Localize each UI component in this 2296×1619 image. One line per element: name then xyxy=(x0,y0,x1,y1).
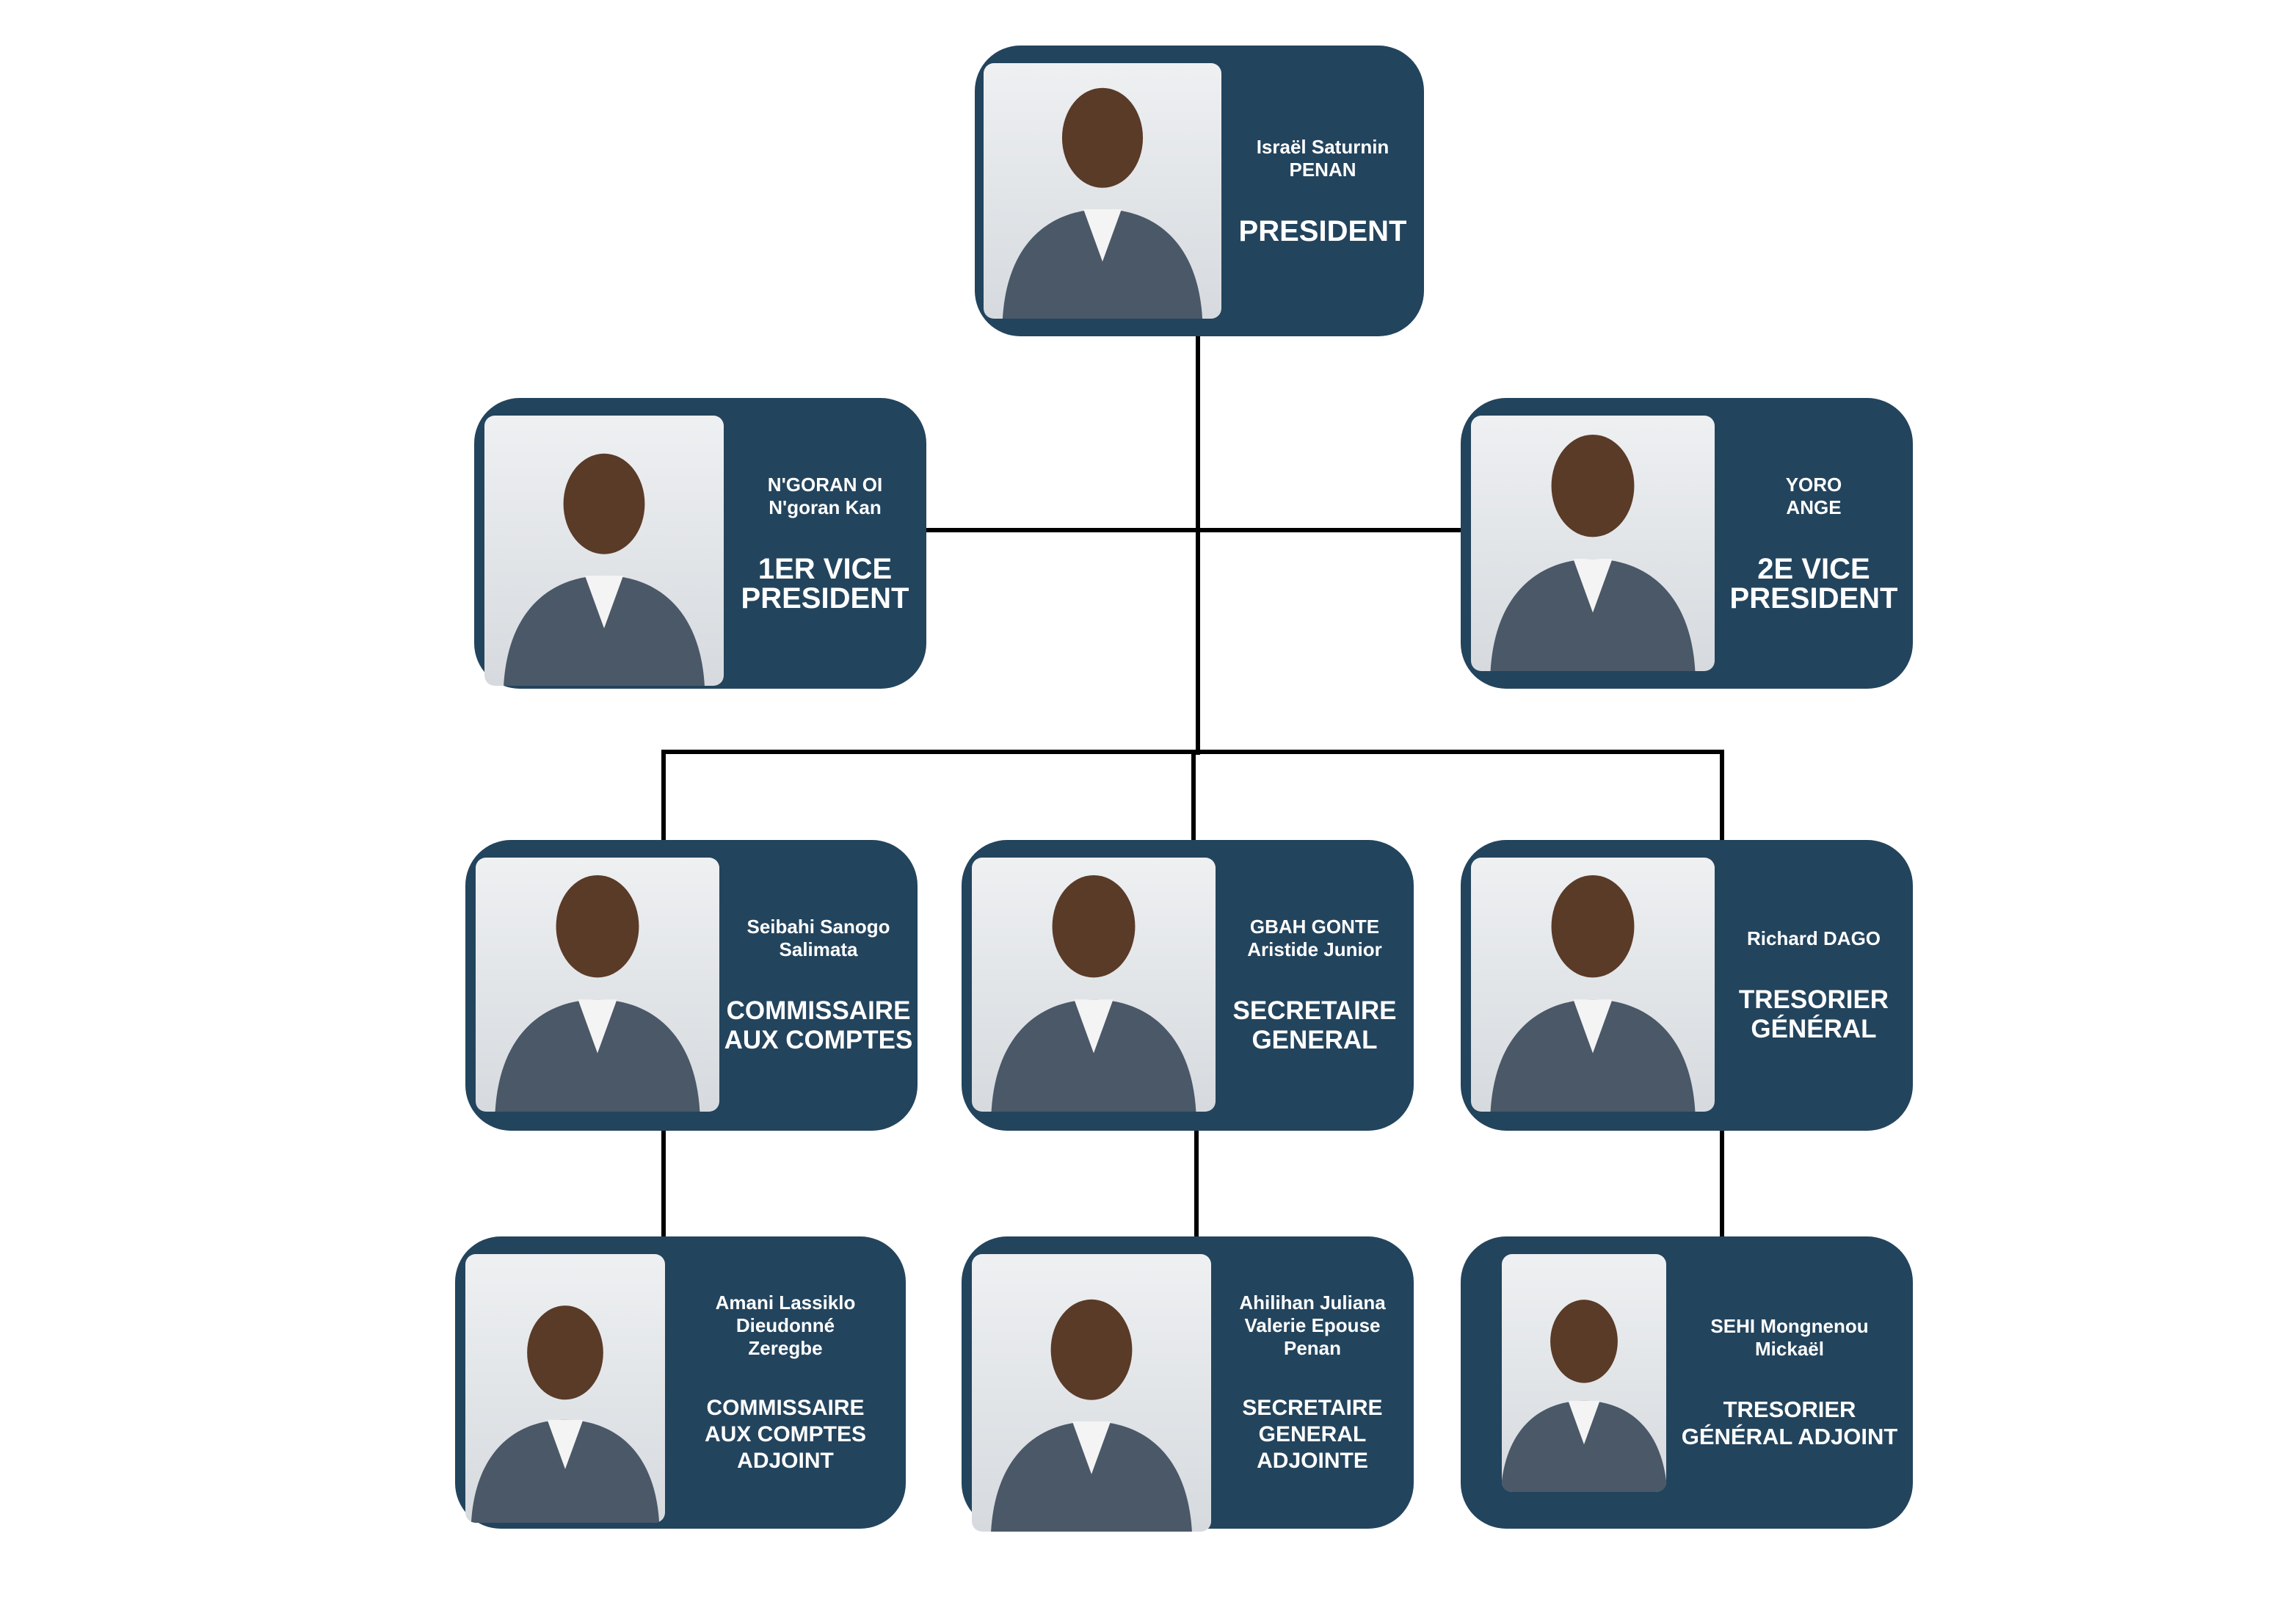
member-name: YORO ANGE xyxy=(1785,474,1842,518)
connector-commissaire-adjoint xyxy=(661,1129,666,1238)
connector-secretaire-adjointe xyxy=(1194,1129,1199,1238)
card-president: Israël Saturnin PENAN PRESIDENT xyxy=(975,46,1424,336)
member-role: SECRETAIRE GENERAL xyxy=(1232,996,1397,1054)
member-role: 2E VICE PRESIDENT xyxy=(1729,553,1898,615)
photo-commissaire-aux-comptes xyxy=(476,858,719,1112)
photo-president xyxy=(984,63,1221,319)
member-name: Seibahi Sanogo Salimata xyxy=(746,916,890,960)
photo-tresorier-general-adjoint xyxy=(1502,1254,1666,1492)
connector-to-tresorier xyxy=(1720,750,1724,841)
card-commissaire-aux-comptes-adjoint: Amani Lassiklo Dieudonné Zeregbe COMMISS… xyxy=(455,1236,906,1529)
card-secretaire-general: GBAH GONTE Aristide Junior SECRETAIRE GE… xyxy=(962,840,1414,1131)
connector-vice-presidents xyxy=(926,528,1461,532)
card-commissaire-aux-comptes: Seibahi Sanogo Salimata COMMISSAIRE AUX … xyxy=(465,840,918,1131)
member-role: PRESIDENT xyxy=(1238,215,1407,247)
photo-secretaire-general xyxy=(972,858,1216,1112)
card-secretaire-general-adjointe: Ahilihan Juliana Valerie Epouse Penan SE… xyxy=(962,1236,1414,1532)
member-name: GBAH GONTE Aristide Junior xyxy=(1247,916,1382,960)
member-name: Amani Lassiklo Dieudonné Zeregbe xyxy=(715,1291,856,1359)
card-1er-vice-president: N'GORAN OI N'goran Kan 1ER VICE PRESIDEN… xyxy=(474,398,926,689)
member-role: TRESORIER GÉNÉRAL ADJOINT xyxy=(1681,1397,1898,1449)
photo-2e-vice-president xyxy=(1471,416,1715,671)
photo-1er-vice-president xyxy=(484,416,724,686)
member-name: Israël Saturnin PENAN xyxy=(1256,136,1389,181)
member-role: 1ER VICE PRESIDENT xyxy=(741,553,909,615)
connector-president-trunk xyxy=(1196,336,1200,755)
card-tresorier-general: Richard DAGO TRESORIER GÉNÉRAL xyxy=(1461,840,1913,1131)
member-name: SEHI Mongnenou Mickaël xyxy=(1710,1315,1869,1360)
member-role: SECRETAIRE GENERAL ADJOINTE xyxy=(1242,1395,1383,1473)
member-name: Ahilihan Juliana Valerie Epouse Penan xyxy=(1239,1291,1386,1359)
connector-to-commissaire xyxy=(661,750,666,841)
member-name: N'GORAN OI N'goran Kan xyxy=(767,474,883,518)
member-role: TRESORIER GÉNÉRAL xyxy=(1738,985,1889,1043)
member-role: COMMISSAIRE AUX COMPTES xyxy=(724,996,913,1054)
member-name: Richard DAGO xyxy=(1746,927,1881,949)
connector-to-secretaire xyxy=(1191,750,1196,841)
photo-secretaire-general-adjointe xyxy=(972,1254,1211,1532)
photo-tresorier-general xyxy=(1471,858,1715,1112)
photo-commissaire-aux-comptes-adjoint xyxy=(465,1254,665,1523)
connector-tresorier-adjoint xyxy=(1720,1129,1724,1238)
member-role: COMMISSAIRE AUX COMPTES ADJOINT xyxy=(704,1395,867,1473)
card-tresorier-general-adjoint: SEHI Mongnenou Mickaël TRESORIER GÉNÉRAL… xyxy=(1461,1236,1913,1529)
card-2e-vice-president: YORO ANGE 2E VICE PRESIDENT xyxy=(1461,398,1913,689)
